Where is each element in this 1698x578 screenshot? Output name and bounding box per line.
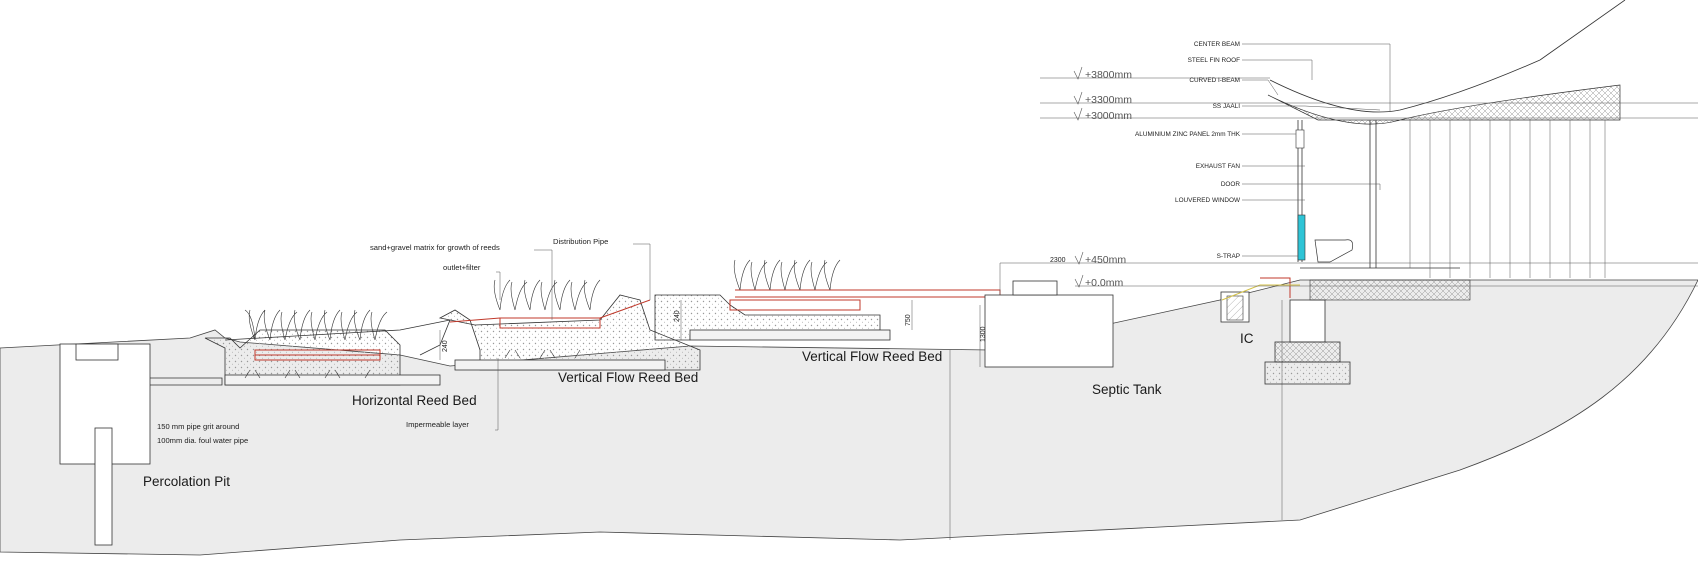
vertical-flow-reed-bed-1: [438, 294, 701, 371]
vertical-flow-reed-bed-2: [654, 289, 1001, 341]
reeds-vertical-bed-2: [733, 259, 841, 291]
annotation-leaders: [1040, 43, 1698, 287]
inspection-chamber: [1220, 291, 1250, 323]
vertical-flow-reed-bed-2-label: Vertical Flow Reed Bed: [802, 349, 942, 364]
percolation-pit-label: Percolation Pit: [143, 474, 230, 489]
septic-tank-label: Septic Tank: [1092, 382, 1162, 397]
septic-tank: [984, 262, 1114, 368]
center-beam-label: CENTER BEAM: [1194, 41, 1240, 48]
impermeable-layer-note: Impermeable layer: [406, 420, 469, 429]
horizontal-reed-bed-label: Horizontal Reed Bed: [352, 393, 477, 408]
dim-750: 750: [905, 314, 912, 326]
louvered-window-label: LOUVERED WINDOW: [1175, 197, 1241, 204]
ss-jaali-label: SS JAALI: [1213, 103, 1241, 110]
door-label: DOOR: [1221, 181, 1241, 188]
level-0: +0.0mm: [1085, 277, 1123, 289]
building-section: [1221, 0, 1626, 301]
level-450: +450mm: [1085, 254, 1126, 266]
level-3300: +3300mm: [1085, 94, 1132, 106]
level-3000: +3000mm: [1085, 110, 1132, 122]
pipe-grit-note-line2: 100mm dia. foul water pipe: [157, 436, 248, 445]
aluminium-zinc-panel-label: ALUMINIUM ZINC PANEL 2mm THK: [1135, 131, 1241, 138]
horizontal-reed-bed: [204, 319, 451, 386]
steel-fin-roof-label: STEEL FIN ROOF: [1188, 57, 1240, 64]
callout-leaders: [439, 243, 981, 431]
s-trap-label: S-TRAP: [1217, 253, 1240, 260]
dim-240-b: 240: [674, 310, 681, 322]
ic-label: IC: [1240, 331, 1254, 346]
curved-i-beam-label: CURVED I-BEAM: [1189, 77, 1240, 84]
pipe-grit-note-line1: 150 mm pipe grit around: [157, 422, 239, 431]
exhaust-fan-label: EXHAUST FAN: [1196, 163, 1241, 170]
reeds-vertical-bed-1: [493, 279, 601, 359]
distribution-pipe-note: Distribution Pipe: [553, 237, 608, 246]
sand-gravel-note: sand+gravel matrix for growth of reeds: [370, 243, 500, 252]
building-foundation: [1264, 279, 1471, 385]
dim-1300: 1300: [980, 326, 987, 342]
vertical-flow-reed-bed-1-label: Vertical Flow Reed Bed: [558, 370, 698, 385]
percolation-pit: [59, 343, 223, 546]
dim-2300: 2300: [1050, 257, 1066, 264]
reeds-horizontal-bed: [244, 309, 388, 379]
outlet-filter-note: outlet+filter: [443, 263, 481, 272]
level-3800: +3800mm: [1085, 69, 1132, 81]
dim-240-a: 240: [442, 340, 449, 352]
level-markers: [1073, 66, 1084, 288]
